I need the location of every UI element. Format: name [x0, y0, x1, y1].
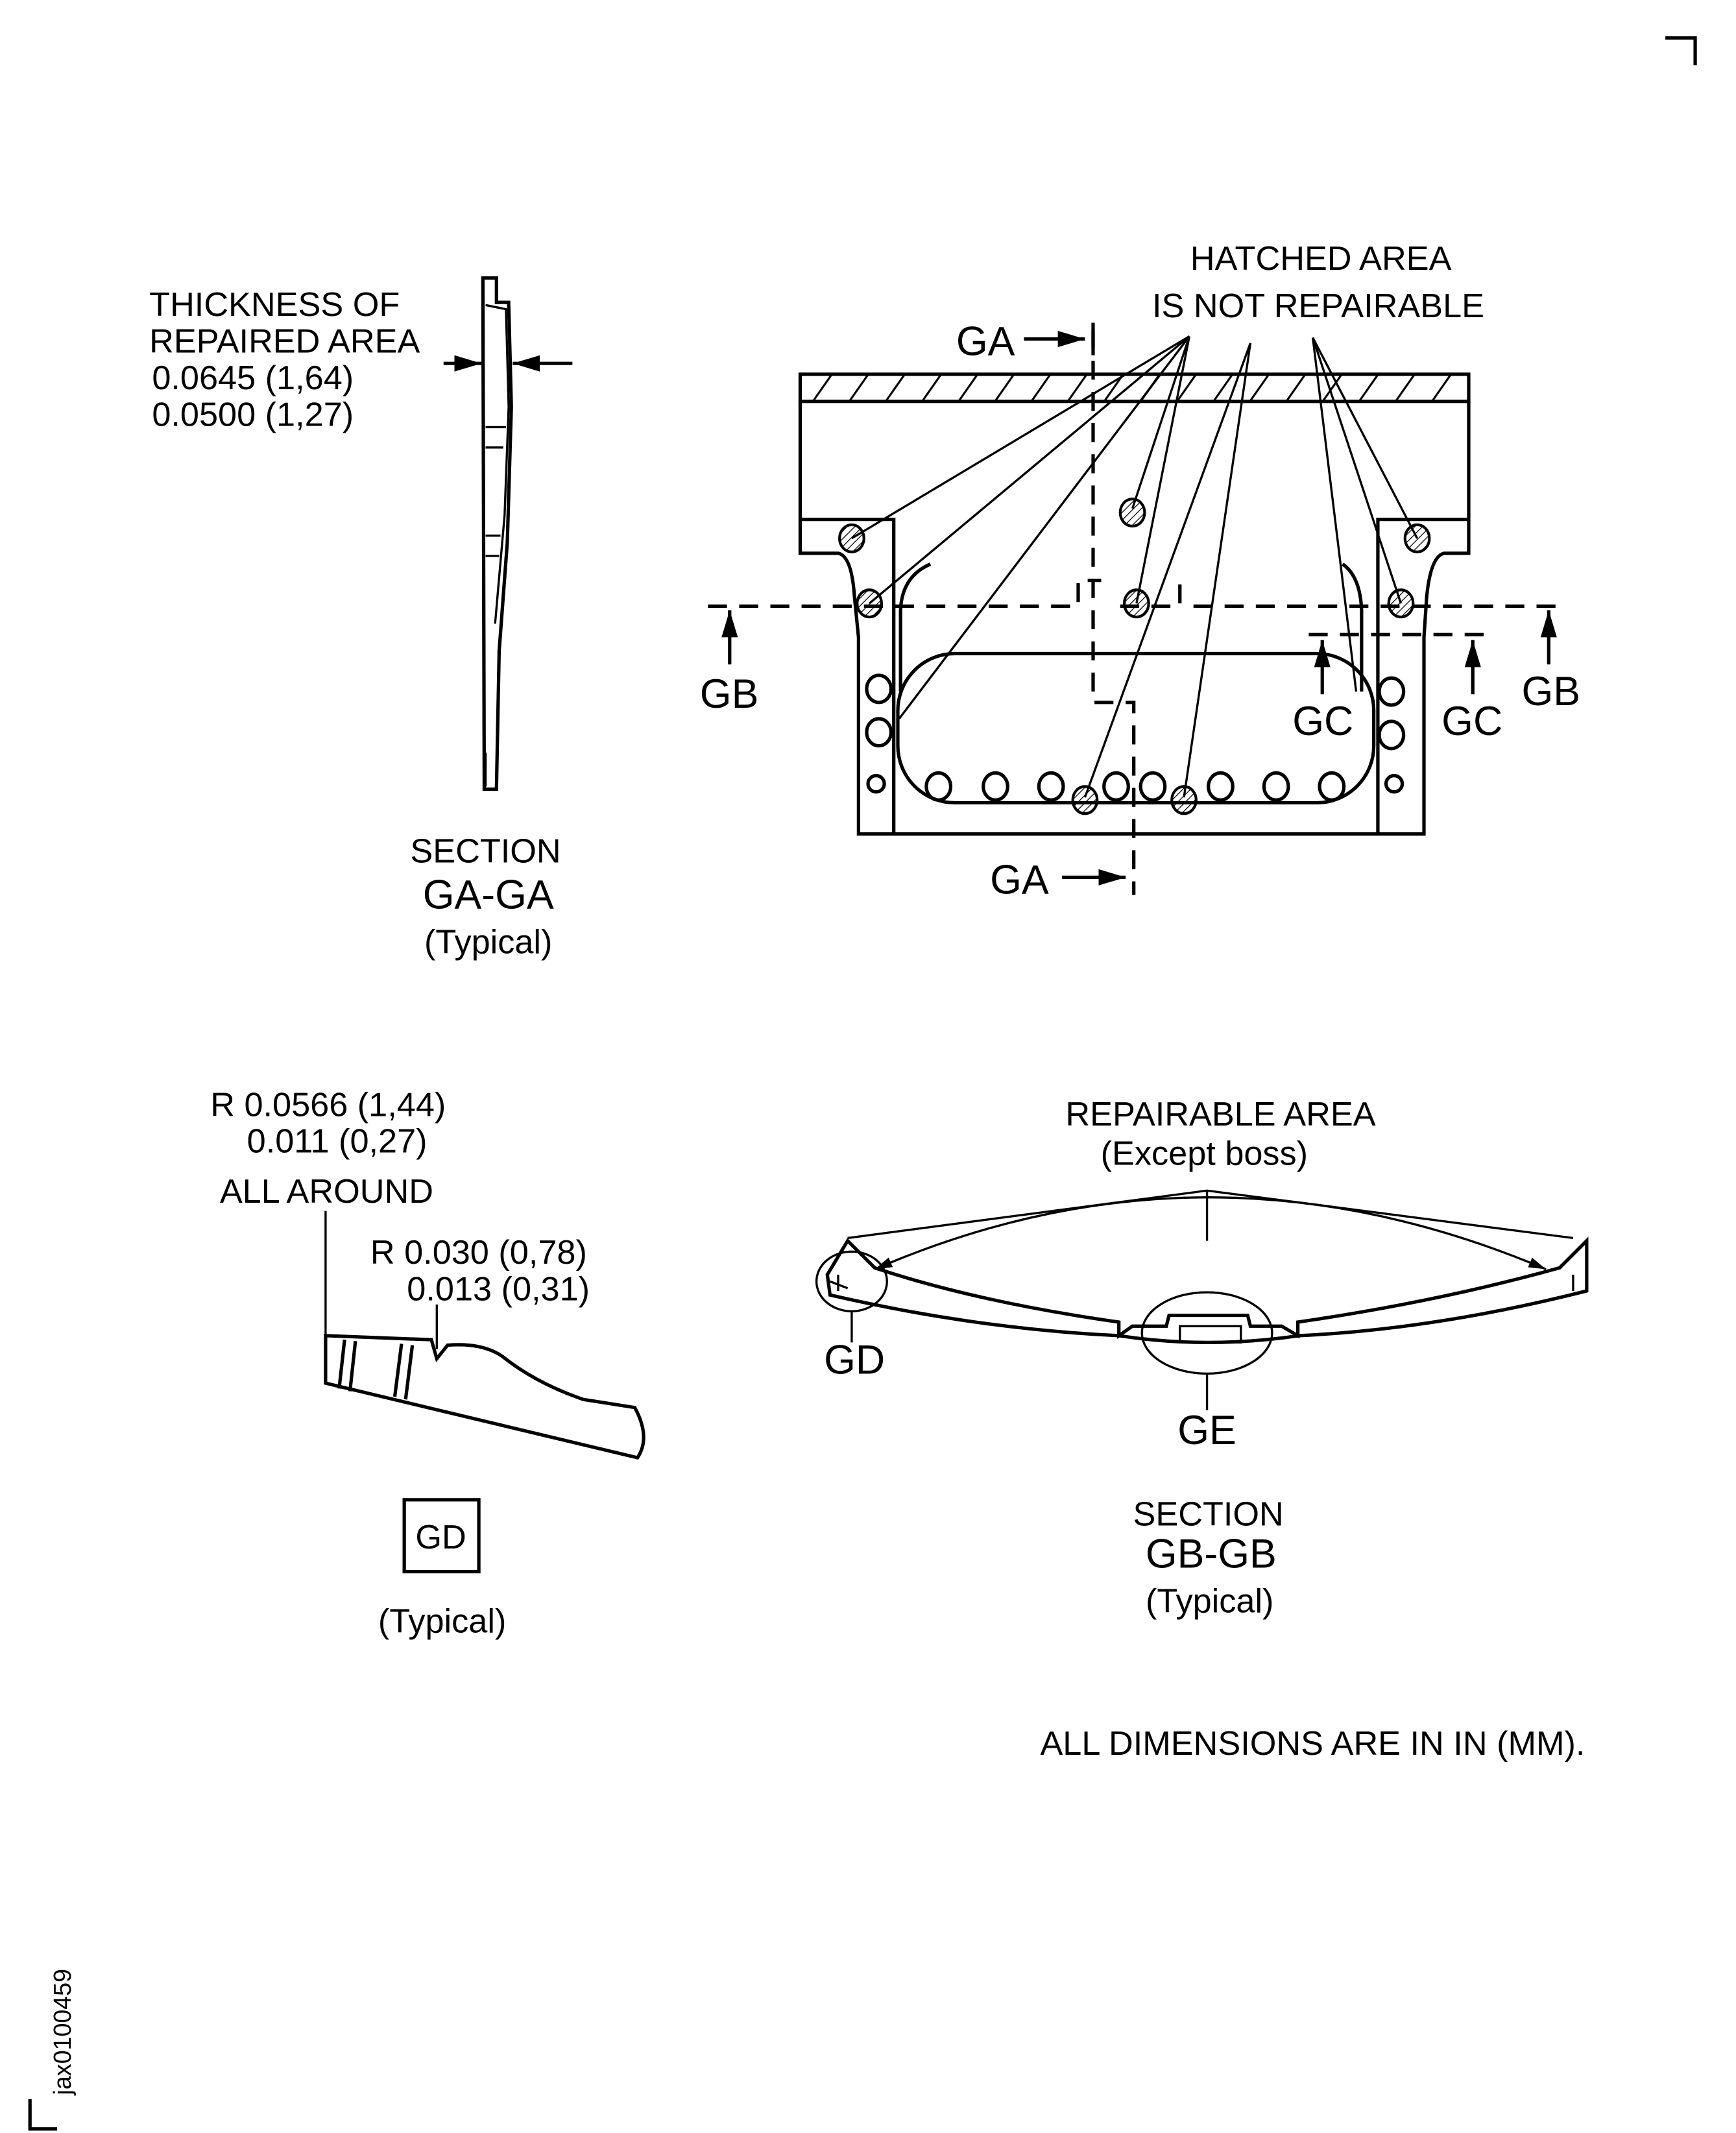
radius-tolerance-1: 0.011 (0,27) [247, 1123, 428, 1161]
section-gb-typical: (Typical) [1146, 1582, 1273, 1620]
ga-cutting-plane [1091, 329, 1136, 895]
hatched-note-line2: IS NOT REPAIRABLE [1152, 287, 1484, 325]
radius-tolerance-2: 0.013 (0,31) [407, 1271, 590, 1308]
thickness-callout-line2: REPAIRED AREA [149, 322, 420, 360]
radius-callout-2: R 0.030 (0,78) [370, 1234, 587, 1271]
radius-callout-1: R 0.0566 (1,44) [210, 1086, 446, 1124]
holes [865, 673, 1406, 802]
gb-section-profile [825, 1236, 1589, 1344]
leader-lines [851, 335, 1419, 798]
section-ga-typical: (Typical) [424, 923, 552, 961]
non-repairable-bosses [838, 498, 1431, 815]
gc-label-inner: GC [1292, 699, 1353, 744]
repairable-area-note: REPAIRABLE AREA [1065, 1096, 1375, 1133]
ga-label-bottom: GA [990, 857, 1049, 902]
thickness-callout-max: 0.0645 (1,64) [152, 359, 354, 397]
part-outline [798, 401, 1471, 836]
gc-label-outer: GC [1441, 699, 1502, 744]
detail-gd: R 0.0566 (1,44) 0.011 (0,27) ALL AROUND … [210, 1086, 645, 1641]
section-gb-title: SECTION [1133, 1496, 1284, 1534]
dimensions-note: ALL DIMENSIONS ARE IN IN (MM). [1040, 1725, 1585, 1763]
section-gb-gb: REPAIRABLE AREA (Except boss) GD GE SECT… [815, 1096, 1589, 1620]
ga-label-top: GA [956, 319, 1015, 365]
repairable-area-arc [874, 1196, 1547, 1271]
except-boss-note: (Except boss) [1101, 1135, 1308, 1173]
section-gb-name: GB-GB [1146, 1531, 1277, 1576]
ge-detail-circle [1140, 1291, 1273, 1375]
hatched-note-line1: HATCHED AREA [1190, 240, 1452, 278]
gd-box-label: GD [415, 1519, 466, 1556]
thickness-callout-line1: THICKNESS OF [149, 286, 400, 324]
section-ga-name: GA-GA [423, 872, 554, 917]
gd-typical: (Typical) [378, 1603, 506, 1641]
all-around-note: ALL AROUND [220, 1173, 433, 1211]
hatched-flange-strip [798, 372, 1471, 404]
gd-detail-box [402, 1498, 481, 1574]
gb-label-right: GB [1522, 669, 1581, 714]
gd-profile [324, 1334, 645, 1460]
gb-label-left: GB [700, 671, 759, 717]
gb-cutting-plane [708, 579, 1567, 608]
cutout-opening [896, 651, 1376, 805]
corner-mark-bottom-left [28, 2099, 58, 2131]
ga-section-profile [481, 276, 513, 791]
figure-id: jax0100459 [49, 1969, 76, 2096]
corner-mark-top-right [1665, 36, 1697, 66]
thickness-callout-min: 0.0500 (1,27) [152, 396, 354, 433]
gd-callout-label: GD [824, 1337, 885, 1382]
main-view: HATCHED AREA IS NOT REPAIRABLE [700, 240, 1580, 903]
ge-callout-label: GE [1177, 1408, 1236, 1453]
section-ga-ga: THICKNESS OF REPAIRED AREA 0.0645 (1,64)… [149, 276, 573, 961]
section-ga-title: SECTION [410, 832, 561, 870]
